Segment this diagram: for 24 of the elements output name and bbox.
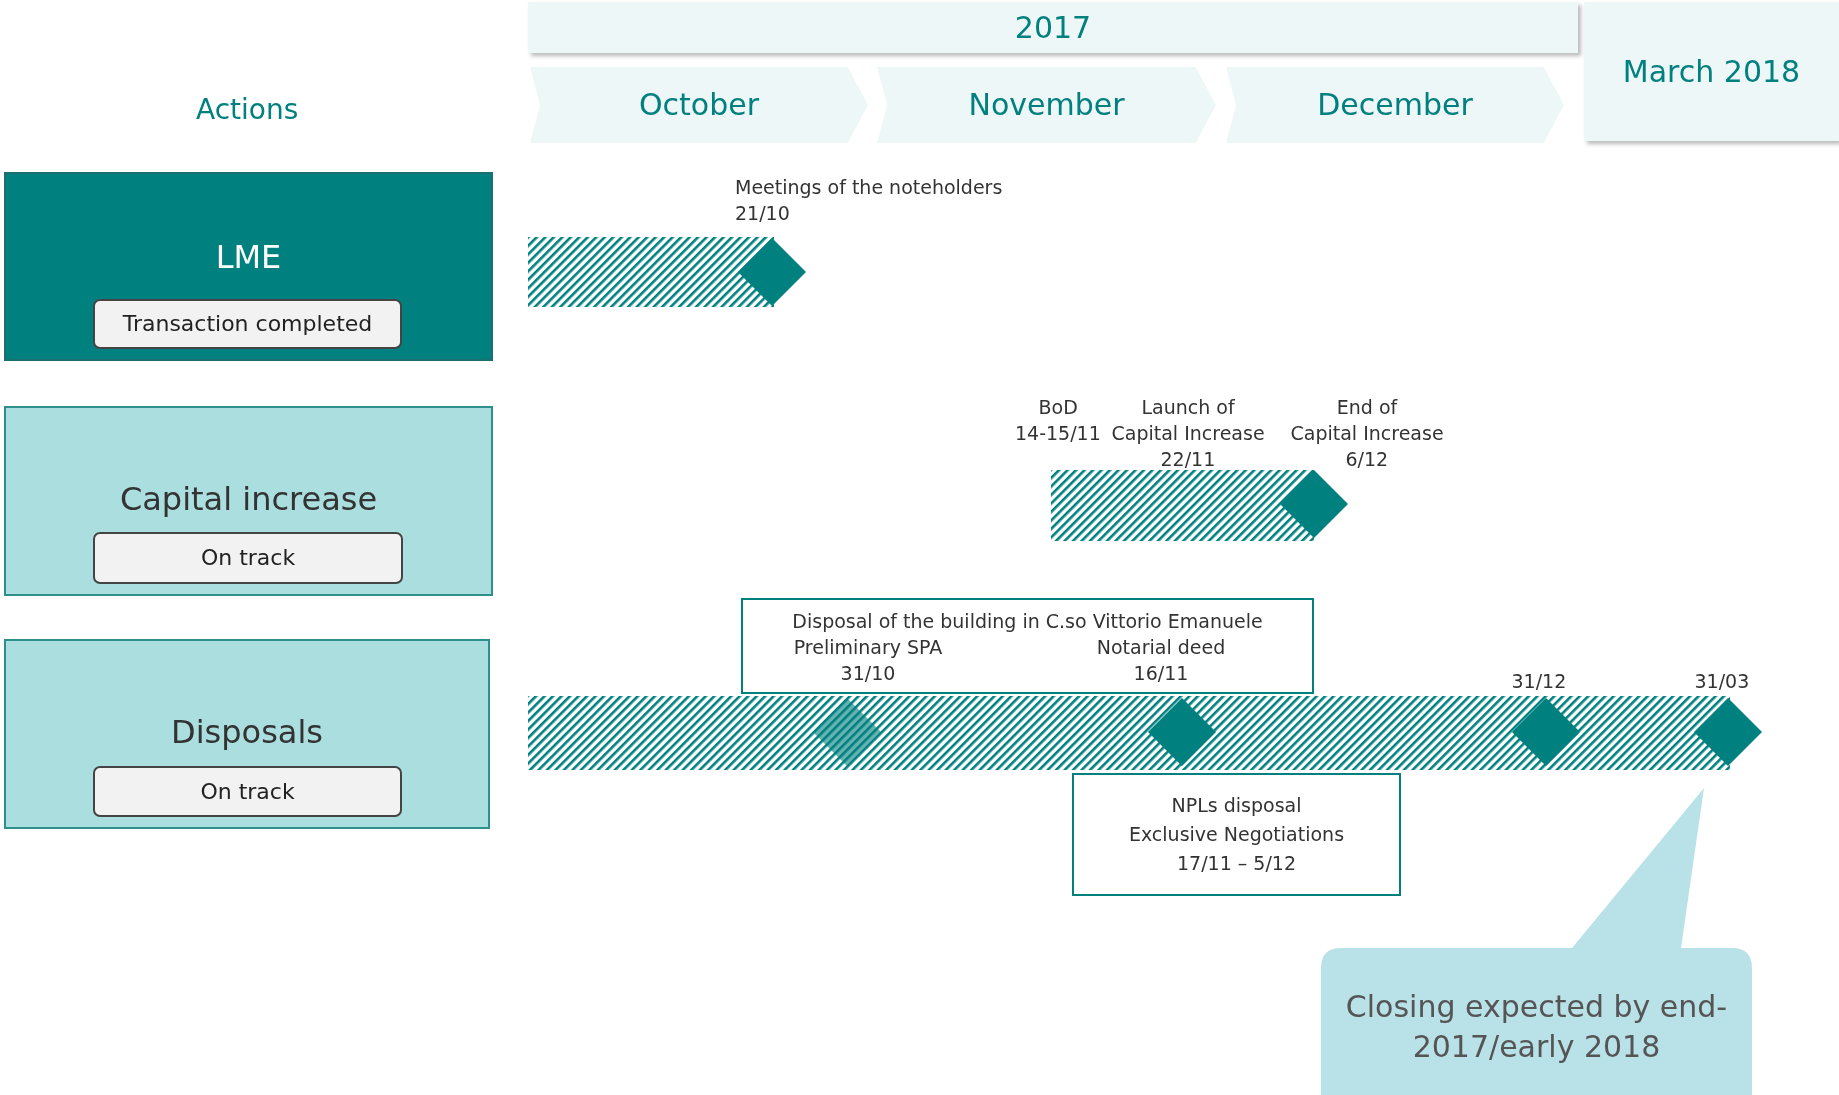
milestone-label: 21/10 — [735, 201, 790, 226]
action-panel: LME Transaction completed — [4, 172, 493, 361]
month-header-tab: October — [530, 67, 868, 143]
status-badge: On track — [93, 532, 403, 584]
column-heading: Actions — [196, 92, 299, 128]
milestone-label: Launch of Capital Increase — [1111, 395, 1265, 446]
milestone-label: 22/11 — [1160, 447, 1216, 472]
milestone-label: 14-15/11 — [1015, 421, 1101, 446]
header-band: 2017 — [528, 2, 1578, 53]
header-band: March 2018 — [1584, 2, 1839, 141]
status-badge: Transaction completed — [93, 299, 402, 349]
note-box: NPLs disposal Exclusive Negotiations 17/11 – 5/12 — [1072, 773, 1401, 896]
action-panel: Capital increase On track — [4, 406, 493, 596]
month-header-tab: November — [877, 67, 1216, 143]
note-box: Disposal of the building in C.so Vittorio Emanuele Preliminary SPA 31/10 Notarial deed 16/11 — [741, 598, 1314, 694]
action-panel: Disposals On track — [4, 639, 490, 829]
milestone-label: 31/03 — [1694, 669, 1750, 694]
month-header-tab: December — [1226, 67, 1564, 143]
status-badge: On track — [93, 766, 402, 817]
milestone-label: 31/12 — [1511, 669, 1567, 694]
milestone-label: Meetings of the noteholders — [735, 175, 1003, 200]
milestone-label: End of Capital Increase — [1290, 395, 1444, 446]
milestone-label: 6/12 — [1345, 447, 1389, 472]
milestone-label: BoD — [1038, 395, 1078, 420]
